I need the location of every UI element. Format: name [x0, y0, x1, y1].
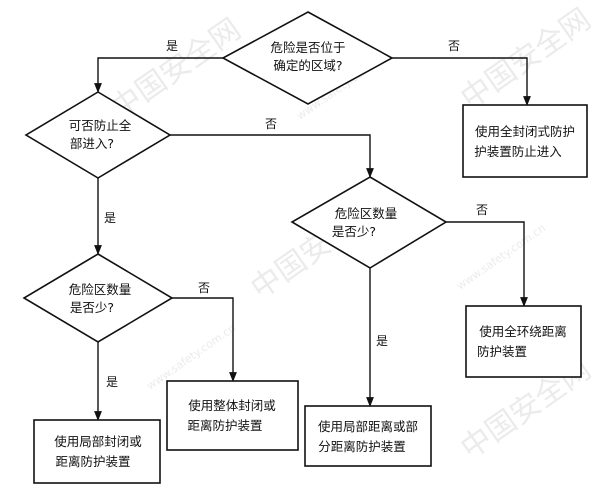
- result-surround-distance: 使用全环绕距离 防护装置: [465, 305, 582, 378]
- label-d3-yes: 是: [106, 375, 118, 389]
- label-d4-yes: 是: [376, 334, 388, 348]
- result-local-distance-line-2: 分距离防护装置: [318, 439, 406, 454]
- watermark-url-2: www.safety.com.cn: [454, 221, 548, 292]
- result-overall-enclosure-line-2: 距离防护装置: [187, 418, 262, 433]
- edge-d2-no: [170, 134, 374, 178]
- decision-prevent-entry-line-2: 部进入?: [70, 136, 114, 151]
- edge-labels: 是 否 是 否 是 否 是 否: [104, 39, 488, 389]
- edges: [94, 57, 531, 421]
- decision-hazard-count-right: 危险区数量 是否少?: [290, 176, 448, 269]
- decision-location-defined: 危险是否位于 确定的区域?: [221, 11, 394, 105]
- decision-hazard-count-right-line-2: 是否少?: [332, 224, 376, 239]
- label-d1-no: 否: [448, 39, 460, 53]
- decision-hazard-count-left: 危险区数量 是否少?: [22, 253, 174, 343]
- result-surround-distance-line-1: 使用全环绕距离: [479, 324, 567, 339]
- result-surround-distance-line-2: 防护装置: [477, 344, 527, 359]
- label-d4-no: 否: [476, 203, 488, 217]
- result-local-enclosure-line-1: 使用局部封闭或: [54, 434, 142, 449]
- result-overall-enclosure: 使用整体封闭或 距离防护装置: [166, 380, 299, 451]
- decision-location-defined-line-1: 危险是否位于: [270, 40, 345, 55]
- result-local-enclosure-line-2: 距离防护装置: [55, 454, 130, 469]
- edge-d4-no: [446, 221, 528, 307]
- result-local-distance-line-1: 使用局部距离或部: [318, 419, 418, 434]
- watermark-cn-2: 中国安全网: [455, 2, 598, 117]
- result-local-enclosure: 使用局部封闭或 距离防护装置: [33, 419, 161, 484]
- edge-d1-no: [392, 57, 531, 106]
- decision-hazard-count-right-line-1: 危险区数量: [335, 206, 398, 221]
- decision-hazard-count-left-line-2: 是否少?: [70, 300, 114, 315]
- decision-location-defined-line-2: 确定的区域?: [273, 58, 342, 73]
- decision-hazard-count-left-line-1: 危险区数量: [69, 282, 132, 297]
- edge-d3-no: [172, 297, 237, 382]
- result-full-enclosure: 使用全封闭式防护 护装置防止进入: [462, 104, 588, 178]
- label-d3-no: 否: [198, 281, 210, 295]
- decision-prevent-entry: 可否防止全 部进入?: [24, 91, 172, 179]
- result-local-distance: 使用局部距离或部 分距离防护装置: [304, 405, 432, 467]
- result-full-enclosure-line-2: 护装置防止进入: [474, 144, 562, 159]
- decision-prevent-entry-line-1: 可否防止全: [69, 118, 132, 133]
- result-full-enclosure-line-1: 使用全封闭式防护: [475, 124, 575, 139]
- label-d2-no: 否: [265, 117, 277, 131]
- edge-d1-yes: [94, 57, 223, 93]
- label-d1-yes: 是: [166, 39, 178, 53]
- label-d2-yes: 是: [104, 211, 116, 225]
- result-overall-enclosure-line-1: 使用整体封闭或: [188, 398, 276, 413]
